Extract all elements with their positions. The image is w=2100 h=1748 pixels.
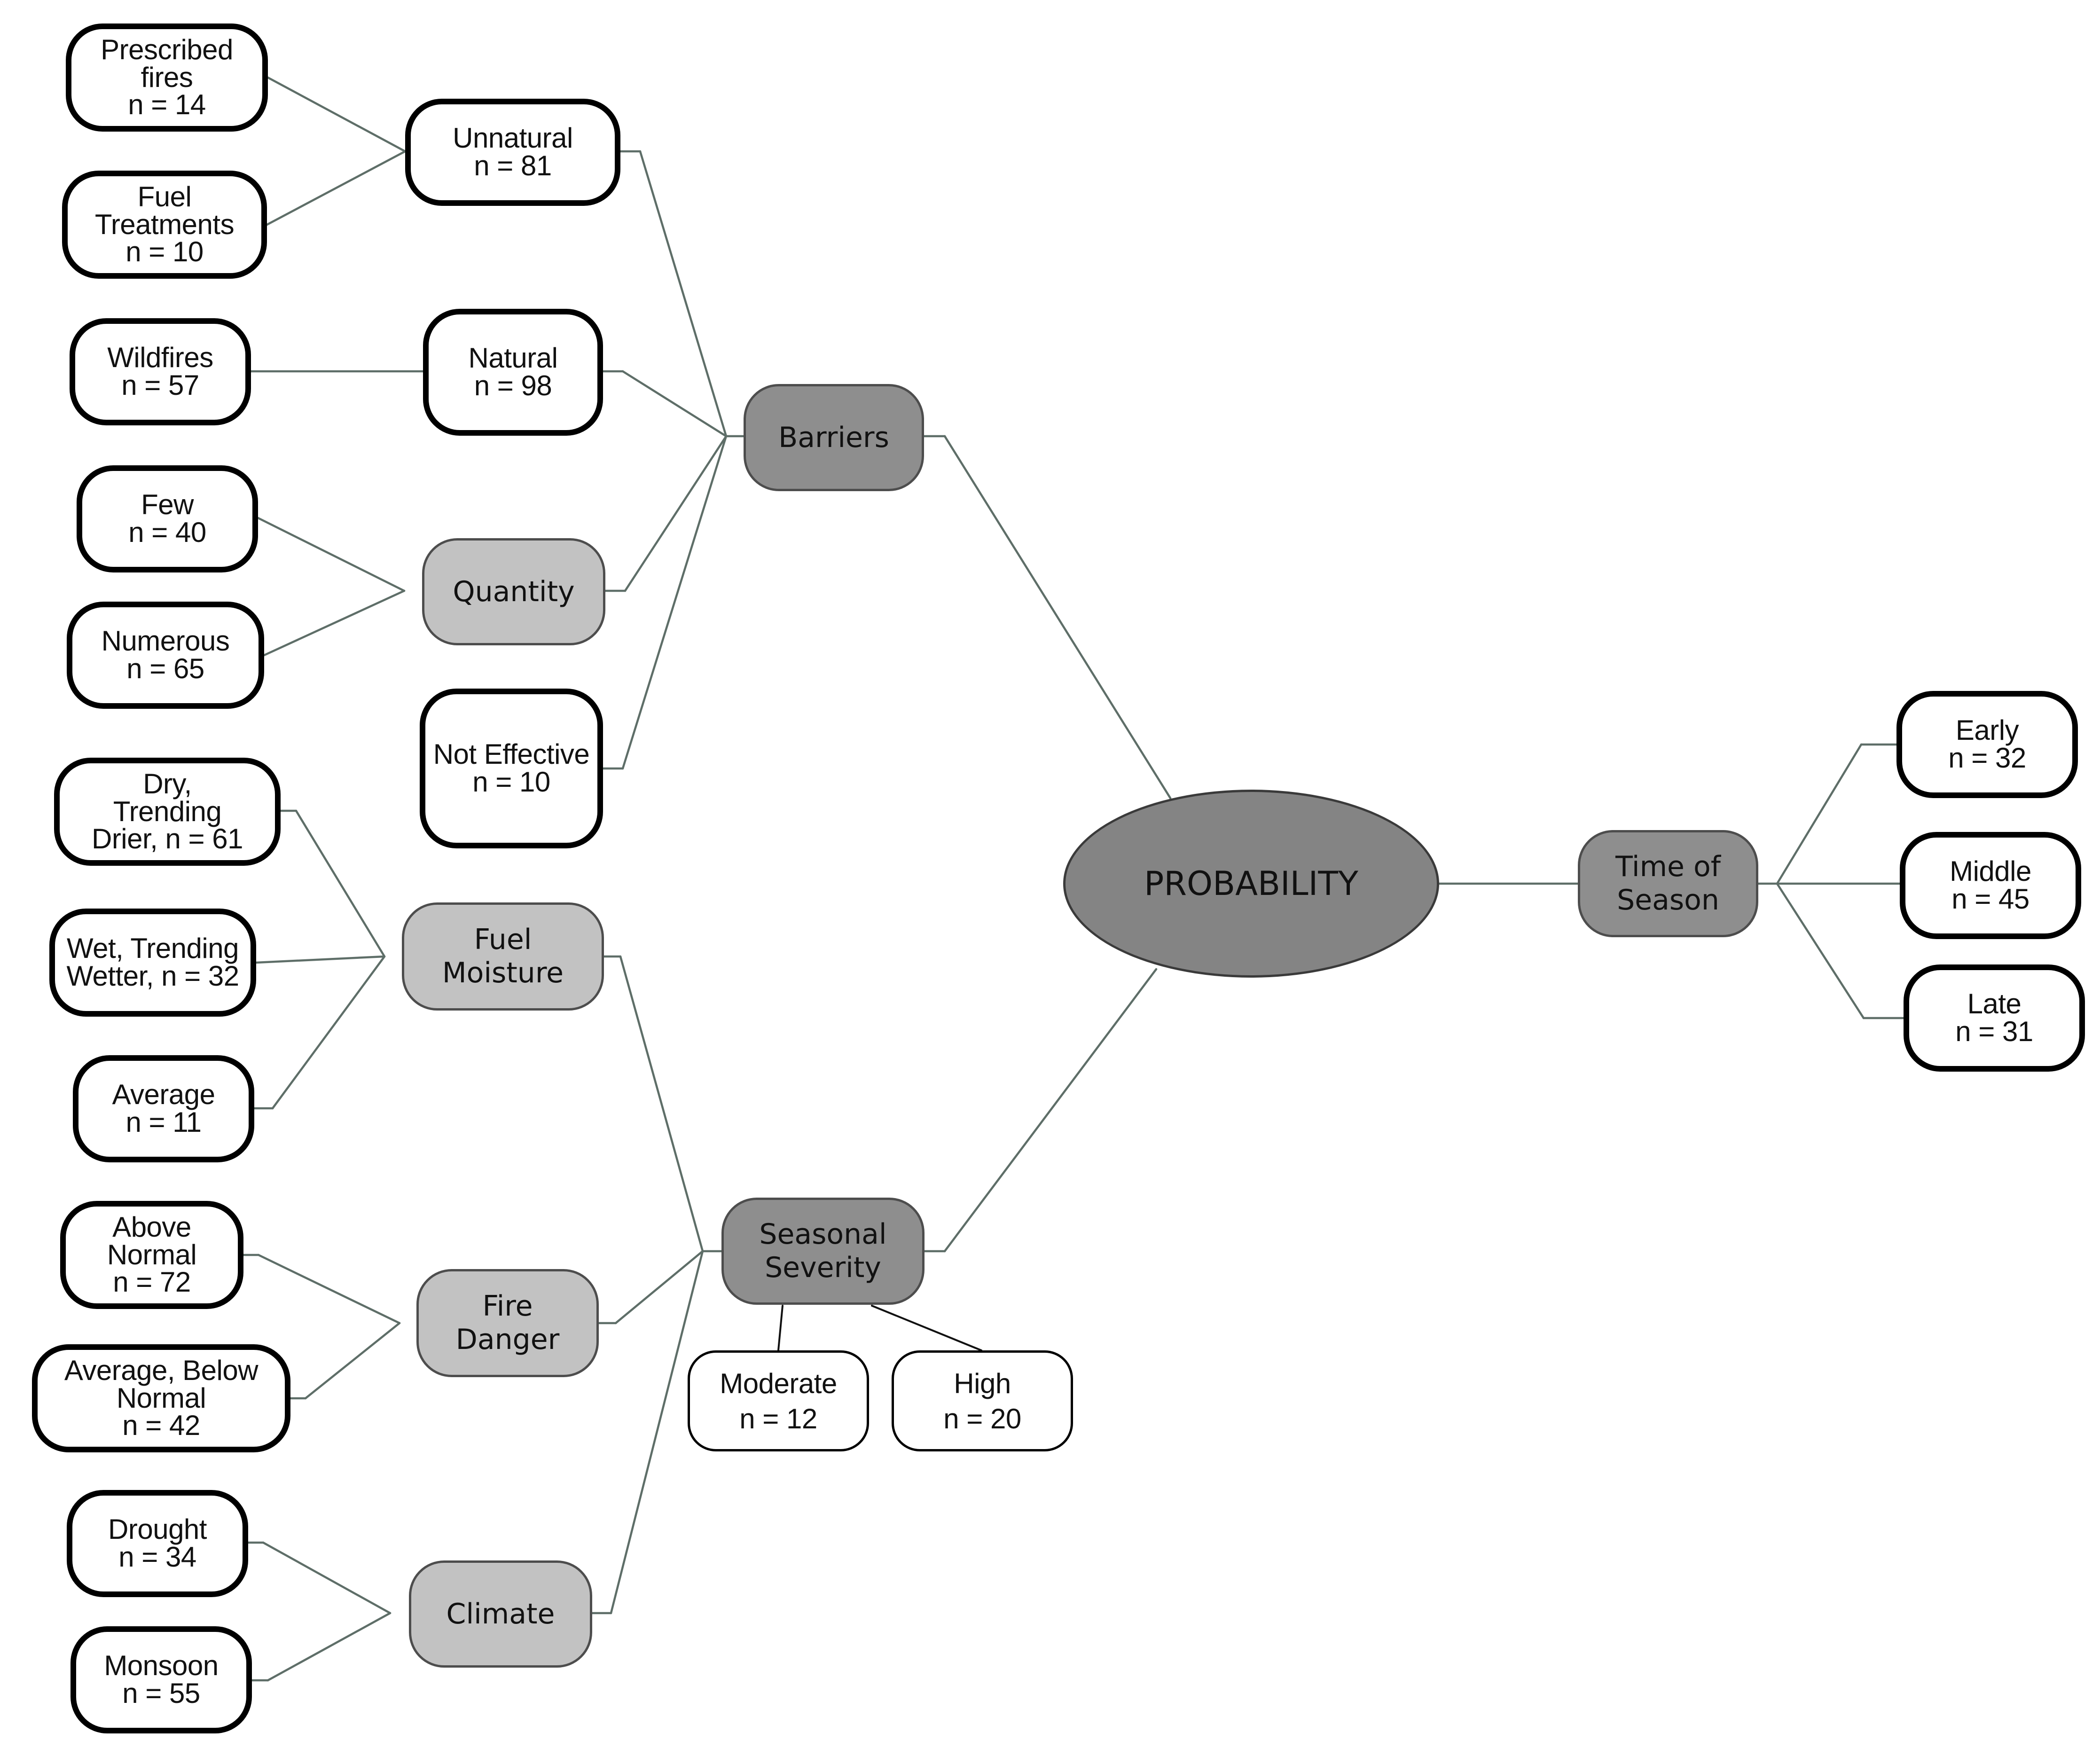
edge-average-below-to-fire-danger-seg2: [304, 1322, 401, 1400]
node-not-effective-label: Not Effective n = 10: [433, 738, 590, 798]
node-middle: Middle n = 45: [1900, 832, 2081, 939]
edge-climate-to-seasonal-seg2: [610, 1250, 704, 1615]
node-high: High n = 20: [892, 1350, 1073, 1451]
node-numerous-label: Numerous n = 65: [101, 625, 230, 684]
node-dry-trending-drier-label: Dry, Trending Drier, n = 61: [91, 768, 243, 855]
edge-unnatural-to-barriers-seg2: [639, 150, 728, 438]
edge-fuel-treatments-to-unnatural: [266, 150, 407, 226]
edge-seasonal-to-moderate: [777, 1305, 784, 1351]
edge-time-of-season-to-late-seg1: [1776, 882, 1865, 1019]
node-middle-label: Middle n = 45: [1950, 855, 2031, 915]
node-fuel-treatments-label: Fuel Treatments n = 10: [94, 180, 235, 268]
node-time-of-season-label: Time of Season: [1615, 850, 1721, 917]
edge-few-to-quantity: [257, 517, 406, 592]
node-monsoon-label: Monsoon n = 55: [104, 1650, 219, 1709]
node-natural: Natural n = 98: [423, 309, 603, 436]
node-average-below-normal-label: Average, Below Normal n = 42: [64, 1354, 259, 1442]
edge-drought-to-climate-seg2: [262, 1541, 392, 1615]
node-fire-danger-label: Fire Danger: [455, 1290, 560, 1356]
edge-dry-to-fuel-moisture-seg2: [295, 809, 386, 958]
node-monsoon: Monsoon n = 55: [71, 1626, 252, 1733]
node-above-normal-label: Above Normal n = 72: [107, 1211, 197, 1298]
node-average-label: Average n = 11: [112, 1079, 215, 1138]
node-wildfires-label: Wildfires n = 57: [107, 342, 213, 401]
node-drought: Drought n = 34: [67, 1490, 248, 1597]
node-moderate: Moderate n = 12: [688, 1350, 869, 1451]
edge-average-to-fuel-moisture-seg2: [271, 955, 386, 1110]
node-few: Few n = 40: [77, 465, 258, 572]
node-early-label: Early n = 32: [1948, 714, 2026, 774]
node-dry-trending-drier: Dry, Trending Drier, n = 61: [54, 758, 281, 866]
node-late: Late n = 31: [1904, 964, 2085, 1072]
node-wildfires: Wildfires n = 57: [70, 318, 251, 425]
node-climate-label: Climate: [446, 1597, 555, 1630]
node-seasonal-severity: Seasonal Severity: [721, 1198, 925, 1305]
node-average: Average n = 11: [73, 1055, 254, 1162]
node-early: Early n = 32: [1896, 691, 2078, 798]
node-not-effective: Not Effective n = 10: [420, 689, 603, 848]
node-quantity-label: Quantity: [453, 575, 575, 608]
edge-numerous-to-quantity: [263, 589, 406, 657]
node-time-of-season: Time of Season: [1578, 830, 1758, 937]
node-quantity: Quantity: [422, 538, 605, 645]
node-moderate-label: Moderate n = 12: [720, 1367, 837, 1434]
node-climate: Climate: [409, 1560, 592, 1668]
edge-seasonal-to-high: [871, 1305, 982, 1351]
node-prescribed-fires: Prescribed fires n = 14: [66, 24, 268, 132]
node-high-label: High n = 20: [943, 1367, 1021, 1434]
node-barriers-label: Barriers: [778, 421, 889, 454]
edge-time-of-season-to-early-seg2: [1776, 743, 1863, 885]
node-drought-label: Drought n = 34: [108, 1513, 207, 1573]
edge-quantity-to-barriers-seg2: [624, 435, 728, 592]
edge-fuel-moisture-to-seasonal-seg2: [619, 955, 704, 1253]
node-late-label: Late n = 31: [1955, 988, 2033, 1047]
node-fuel-moisture-label: Fuel Moisture: [442, 923, 564, 989]
edge-monsoon-to-climate-seg2: [266, 1612, 392, 1682]
node-fuel-moisture: Fuel Moisture: [402, 902, 604, 1011]
node-natural-label: Natural n = 98: [468, 342, 558, 401]
node-probability: PROBABILITY: [1063, 790, 1439, 978]
node-probability-label: PROBABILITY: [1144, 864, 1358, 903]
node-few-label: Few n = 40: [128, 489, 206, 548]
edge-above-normal-to-fire-danger-seg2: [257, 1254, 401, 1325]
node-prescribed-fires-label: Prescribed fires n = 14: [101, 33, 233, 121]
edge-natural-to-barriers-seg2: [621, 370, 728, 438]
node-unnatural-label: Unnatural n = 81: [453, 122, 573, 181]
node-barriers: Barriers: [744, 384, 924, 491]
node-seasonal-severity-label: Seasonal Severity: [759, 1218, 887, 1284]
edge-barriers-to-probability-seg2: [943, 435, 1172, 800]
edge-prescribed-to-unnatural: [266, 76, 407, 153]
node-above-normal: Above Normal n = 72: [60, 1201, 243, 1309]
node-unnatural: Unnatural n = 81: [405, 99, 620, 206]
node-wet-trending-wetter: Wet, Trending Wetter, n = 32: [49, 909, 256, 1017]
edge-seasonal-to-probability-seg2: [943, 968, 1158, 1253]
node-average-below-normal: Average, Below Normal n = 42: [32, 1344, 290, 1452]
edge-not-effective-to-barriers-seg2: [621, 435, 728, 770]
node-fire-danger: Fire Danger: [416, 1269, 599, 1377]
node-fuel-treatments: Fuel Treatments n = 10: [62, 171, 267, 279]
edge-wet-to-fuel-moisture: [255, 955, 386, 964]
node-numerous: Numerous n = 65: [67, 602, 264, 709]
edge-fire-danger-to-seasonal-seg2: [614, 1250, 704, 1325]
node-wet-trending-wetter-label: Wet, Trending Wetter, n = 32: [66, 933, 239, 992]
